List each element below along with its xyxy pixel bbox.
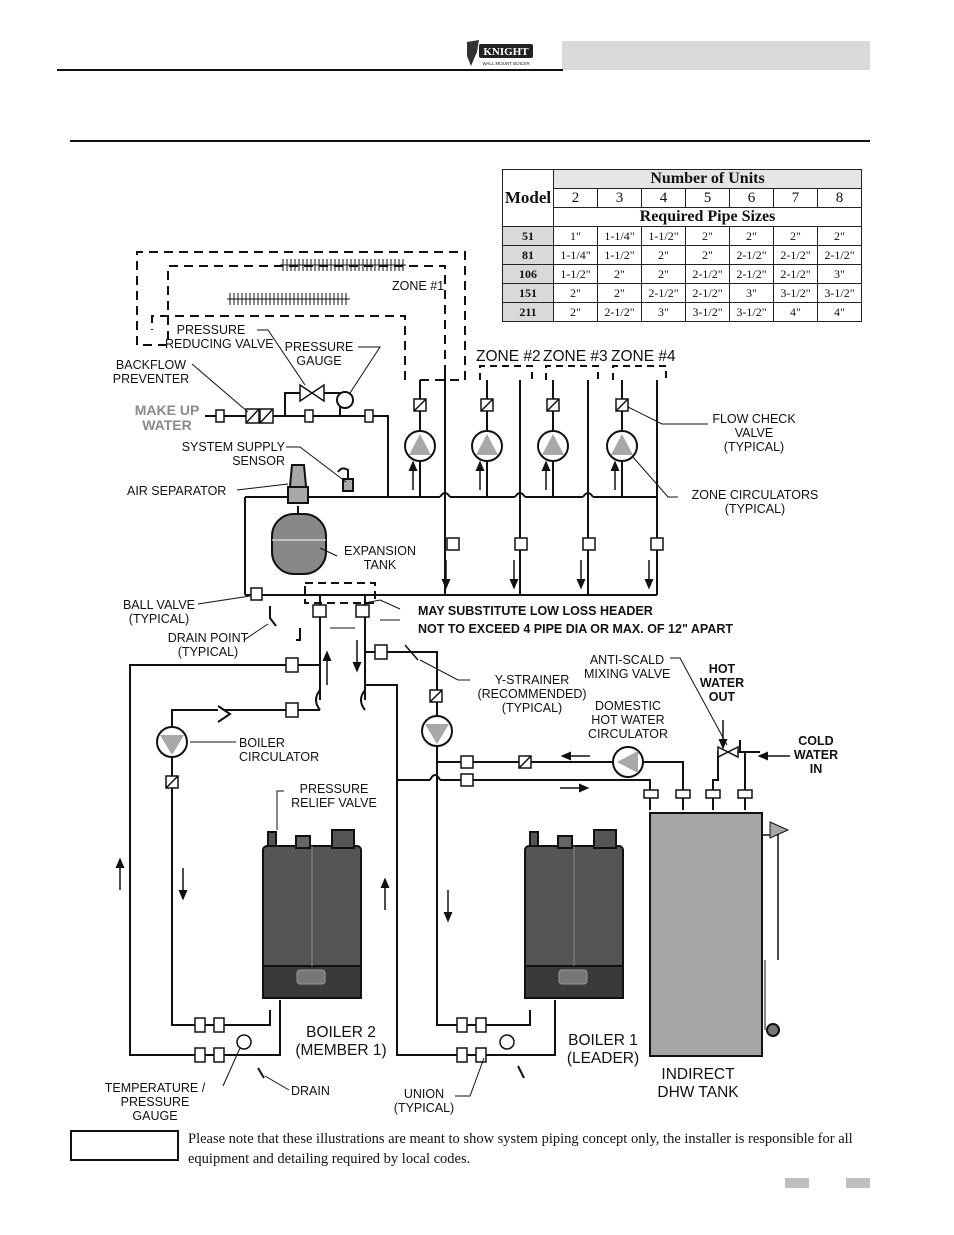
pipe-size-cell: 2-1/2" bbox=[685, 264, 730, 284]
pipe-size-cell: 4" bbox=[817, 302, 862, 322]
dhw-tank-label: INDIRECT DHW TANK bbox=[657, 1066, 739, 1101]
indirect-dhw-tank bbox=[649, 812, 790, 1057]
logo-text: KNIGHT bbox=[483, 46, 529, 58]
zone4-label: ZONE #4 bbox=[611, 348, 676, 365]
pipe-size-cell: 2-1/2" bbox=[817, 245, 862, 265]
hot-water-out-label: HOT WATER OUT bbox=[699, 662, 745, 704]
header-bar bbox=[562, 41, 870, 70]
anti-scald-label: ANTI-SCALD MIXING VALVE bbox=[584, 653, 671, 681]
zone-flow-arrows bbox=[408, 460, 654, 590]
leader-lines bbox=[190, 329, 728, 1097]
substitute-header-label: MAY SUBSTITUTE LOW LOSS HEADER bbox=[418, 604, 653, 618]
logo-subtext: WALL MOUNT BOILER bbox=[482, 61, 530, 66]
not-exceed-label: NOT TO EXCEED 4 PIPE DIA OR MAX. OF 12" … bbox=[418, 622, 734, 636]
zone1-label: ZONE #1 bbox=[392, 279, 445, 293]
pipe-size-cell: 3-1/2" bbox=[729, 302, 774, 322]
footer-marker-left bbox=[785, 1178, 809, 1188]
ball-valve-label: BALL VALVE (TYPICAL) bbox=[122, 598, 196, 626]
section-rule bbox=[70, 140, 870, 142]
boiler2-label: BOILER 2 (MEMBER 1) bbox=[295, 1024, 387, 1059]
boiler-2 bbox=[262, 829, 362, 999]
expansion-tank-label: EXPANSION TANK bbox=[343, 544, 416, 572]
boiler1-label: BOILER 1 (LEADER) bbox=[566, 1032, 640, 1067]
temp-pressure-gauge-label: TEMPERATURE / PRESSURE GAUGE bbox=[104, 1081, 206, 1123]
model-cell: 51 bbox=[502, 226, 554, 246]
expansion-tank bbox=[271, 506, 327, 575]
pipe-size-cell: 1-1/2" bbox=[597, 245, 642, 265]
pipe-size-cell: 3-1/2" bbox=[773, 283, 818, 303]
header-rule bbox=[57, 69, 563, 71]
zone-circulators bbox=[404, 430, 638, 462]
pipe-size-cell: 2-1/2" bbox=[773, 264, 818, 284]
makeup-water-line bbox=[205, 383, 389, 497]
pipe-size-cell: 2-1/2" bbox=[641, 283, 686, 303]
zone2-label: ZONE #2 bbox=[476, 348, 541, 365]
note-text: Please note that these illustrations are… bbox=[188, 1131, 853, 1167]
y-strainer-label: Y-STRAINER (RECOMMENDED) (TYPICAL) bbox=[477, 673, 587, 715]
drain-label: DRAIN bbox=[291, 1084, 330, 1098]
ball-valve-supply bbox=[250, 587, 301, 641]
dhw-circulator-label: DOMESTIC HOT WATER CIRCULATOR bbox=[587, 699, 669, 741]
pipe-size-cell: 2-1/2" bbox=[597, 302, 642, 322]
sss-label: SYSTEM SUPPLY SENSOR bbox=[181, 440, 285, 468]
zone-circulators-label: ZONE CIRCULATORS (TYPICAL) bbox=[691, 488, 819, 516]
zone-boxes bbox=[479, 365, 667, 380]
pipe-size-cell: 3-1/2" bbox=[685, 302, 730, 322]
model-cell: 151 bbox=[502, 283, 554, 303]
dhw-piping bbox=[643, 720, 790, 810]
zone1-fins bbox=[227, 259, 406, 305]
low-loss-header-box bbox=[304, 582, 376, 604]
footer-marker-right bbox=[846, 1178, 870, 1188]
zone3-label: ZONE #3 bbox=[543, 348, 608, 365]
note-box bbox=[70, 1130, 179, 1161]
air-separator-label: AIR SEPARATOR bbox=[127, 484, 227, 498]
model-header: Model bbox=[502, 169, 554, 227]
boiler-1 bbox=[524, 829, 624, 999]
pipe-size-cell: 2-1/2" bbox=[773, 245, 818, 265]
prv-label: PRESSURE REDUCING VALVE bbox=[165, 323, 274, 351]
pipe-size-cell: 2" bbox=[553, 302, 598, 322]
drain-point-label: DRAIN POINT (TYPICAL) bbox=[167, 631, 249, 659]
air-separator bbox=[244, 464, 354, 595]
backflow-label: BACKFLOW PREVENTER bbox=[112, 358, 190, 386]
cold-water-in-label: COLD WATER IN bbox=[793, 734, 839, 776]
return-valves bbox=[446, 537, 664, 551]
boiler-circulator-label: BOILER CIRCULATOR bbox=[239, 736, 320, 764]
pressure-relief-label: PRESSURE RELIEF VALVE bbox=[291, 782, 377, 810]
makeup-water-label: MAKE UP WATER bbox=[134, 402, 200, 433]
boiler2-piping bbox=[115, 657, 366, 1079]
model-cell: 106 bbox=[502, 264, 554, 284]
primary-loop bbox=[312, 595, 370, 700]
boiler1-piping bbox=[365, 644, 684, 1079]
union-label: UNION (TYPICAL) bbox=[393, 1087, 455, 1115]
units-header: Number of Units bbox=[553, 169, 862, 189]
pipe-size-cell: 1-1/4" bbox=[553, 245, 598, 265]
knight-logo: KNIGHT WALL MOUNT BOILER bbox=[467, 40, 533, 66]
flow-check-label: FLOW CHECK VALVE (TYPICAL) bbox=[712, 412, 796, 454]
flow-check-valves bbox=[413, 398, 629, 412]
pressure-gauge-label: PRESSURE GAUGE bbox=[284, 340, 354, 368]
zone1-loop bbox=[136, 251, 466, 381]
